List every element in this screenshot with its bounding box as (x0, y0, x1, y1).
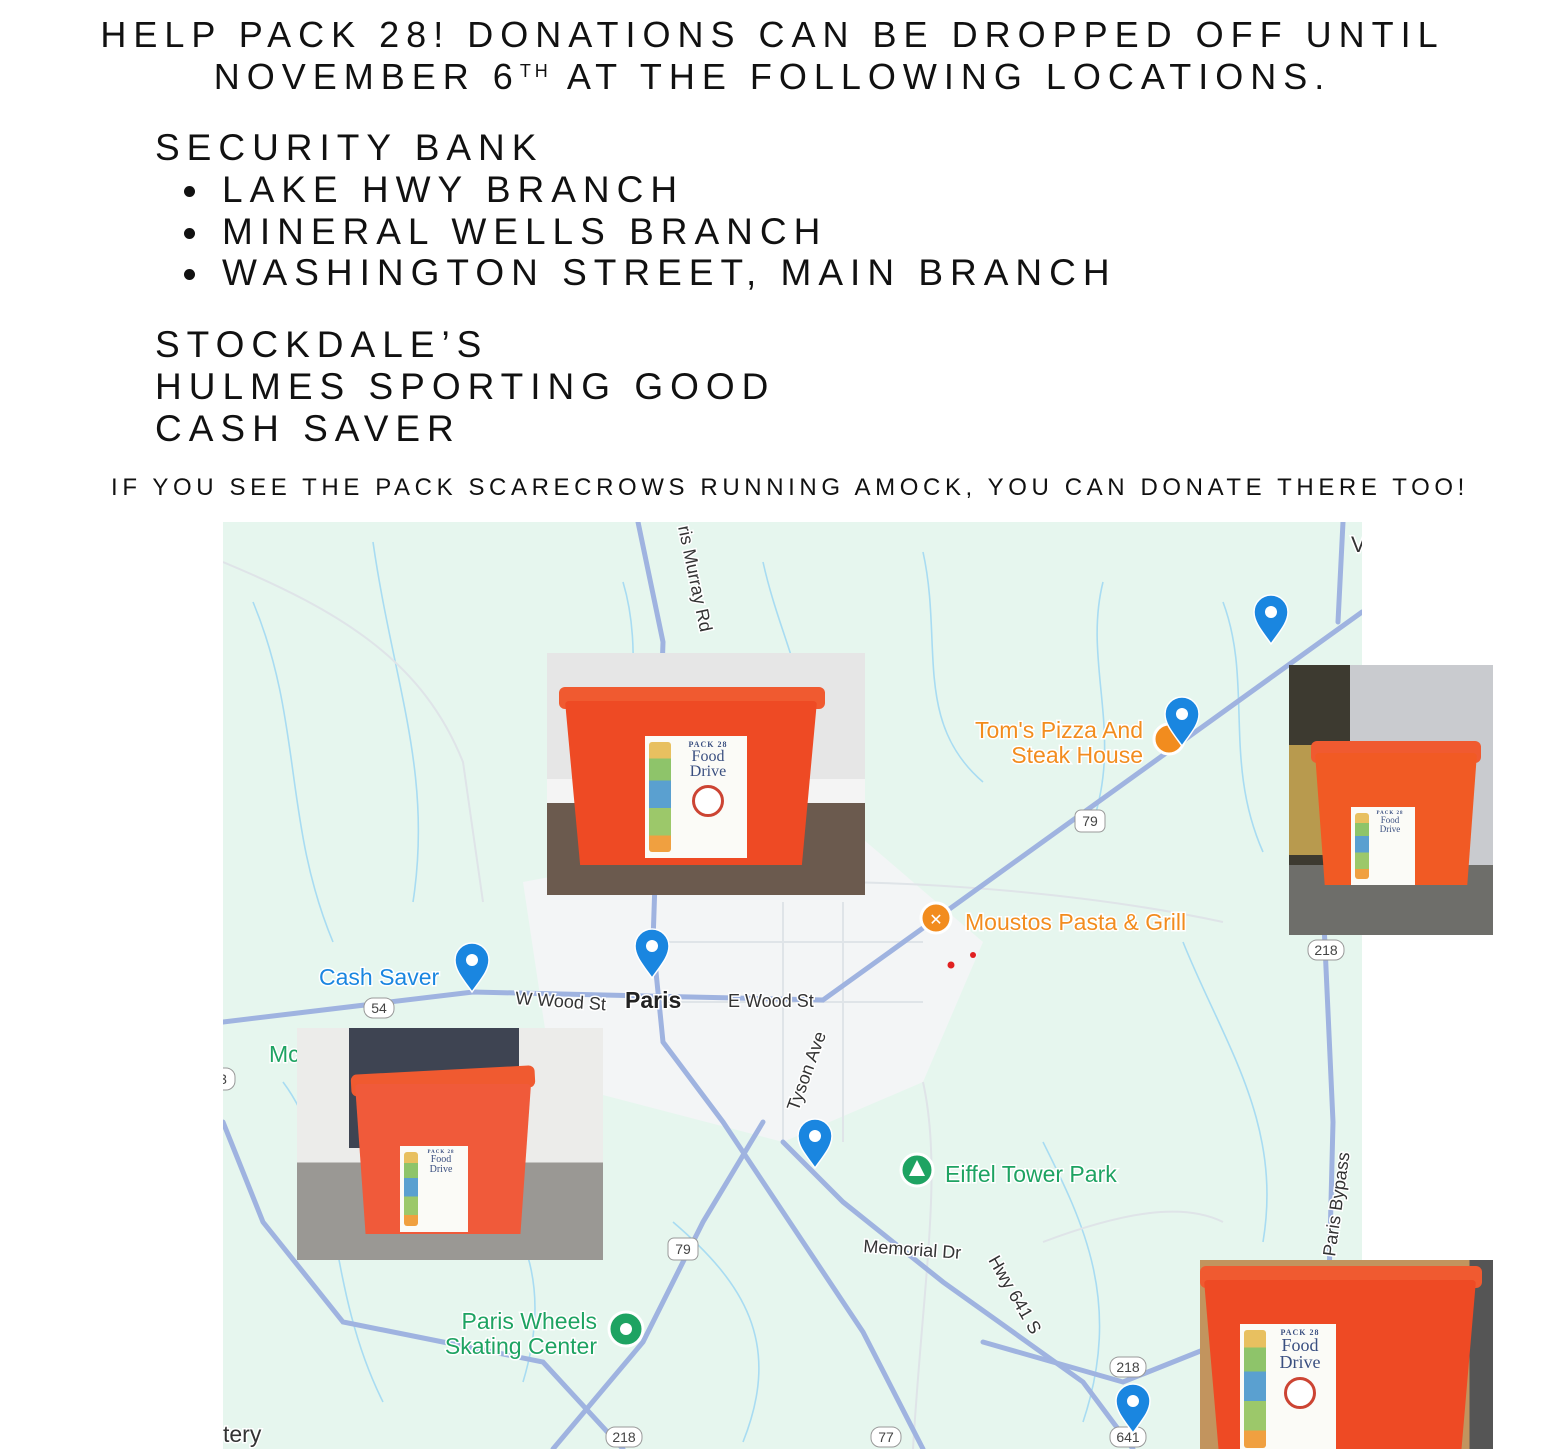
svg-text:✕: ✕ (929, 910, 942, 929)
place-label-mc: Mc (269, 1041, 300, 1067)
restaurant-icon[interactable]: ✕ (919, 901, 953, 935)
place-label-eiffel: Eiffel Tower Park (945, 1161, 1117, 1187)
road-label-bypass: Paris Bypass (1319, 1151, 1353, 1258)
label-pack: PACK 28 (1376, 811, 1404, 816)
place-label-paris: Paris (625, 987, 681, 1013)
pin-icon[interactable] (1164, 696, 1200, 748)
shield: 641 (1109, 1426, 1147, 1448)
branch-item: MINERAL WELLS BRANCH (183, 211, 828, 252)
shield-number: 218 (1314, 942, 1338, 958)
branch-item: WASHINGTON STREET, MAIN BRANCH (184, 252, 1117, 293)
shield: 218 (605, 1426, 643, 1448)
footer-note: IF YOU SEE THE PACK SCARECROWS RUNNING A… (111, 474, 1469, 501)
route-shields: 54 79 79 218 218 77 641 3 218 (223, 809, 1345, 1448)
label-food: Food (1281, 1335, 1319, 1355)
shield: 218 (1109, 1356, 1147, 1378)
place-label-cash-saver: Cash Saver (319, 964, 440, 990)
major-roads (223, 522, 1362, 1449)
shield-number: 641 (1116, 1429, 1140, 1445)
location-item: HULMES SPORTING GOOD (155, 366, 776, 407)
place-label-moustos: Moustos Pasta & Grill (965, 909, 1186, 935)
road-label-murray: ris Murray Rd (674, 524, 716, 634)
shield: 79 (1074, 809, 1106, 833)
headline-date-suffix: TH (519, 61, 552, 81)
shield: 79 (667, 1237, 699, 1261)
location-item: STOCKDALE’S (155, 324, 489, 365)
road-label-memorial: Memorial Dr (863, 1236, 962, 1263)
shield-number: 79 (1082, 813, 1098, 829)
pin-icon[interactable] (454, 942, 490, 994)
location-security-bank: SECURITY BANK (155, 127, 544, 168)
road-label-v: V (1351, 532, 1362, 557)
seal-icon (692, 785, 724, 817)
shield-number: 77 (878, 1429, 894, 1445)
label-drive: Drive (429, 1164, 453, 1175)
label-drive: Drive (689, 763, 727, 780)
location-item: CASH SAVER (155, 408, 461, 449)
shield: 54 (363, 997, 395, 1019)
headline-line-2: NOVEMBER 6TH AT THE FOLLOWING LOCATIONS. (0, 56, 1545, 98)
shield-number: 54 (371, 1000, 387, 1016)
shield-number: 218 (612, 1429, 636, 1445)
place-label-toms-2: Steak House (1011, 742, 1143, 768)
label-drive: Drive (1279, 1352, 1321, 1372)
poi-markers: ✕ (607, 722, 1186, 1348)
skating-icon[interactable] (607, 1310, 645, 1348)
marker-dot (970, 952, 976, 958)
label-drive: Drive (1379, 824, 1401, 834)
shield: 3 (223, 1067, 236, 1091)
label-pack: PACK 28 (688, 740, 728, 749)
pin-icon[interactable] (797, 1118, 833, 1170)
place-labels: Cash Saver Paris Tom's Pizza And Steak H… (223, 716, 1188, 1449)
seal-icon (1284, 1377, 1316, 1409)
headline-date: NOVEMBER 6 (213, 56, 520, 97)
branch-item: LAKE HWY BRANCH (183, 169, 685, 210)
shield-number: 3 (223, 1071, 227, 1087)
road-label-hwy641: Hwy 641 S (985, 1252, 1046, 1337)
pin-icon[interactable] (634, 928, 670, 980)
headline-line-1: HELP PACK 28! DONATIONS CAN BE DROPPED O… (100, 14, 1445, 55)
place-label-skating-2: Skating Center (445, 1333, 597, 1359)
pin-icon[interactable] (1253, 594, 1289, 646)
road-label-e-wood: E Wood St (728, 991, 814, 1011)
shield: 77 (870, 1426, 902, 1448)
place-label-skating-1: Paris Wheels (462, 1308, 597, 1334)
label-food: Food (691, 748, 725, 765)
label-food: Food (430, 1154, 452, 1165)
label-food: Food (1380, 815, 1400, 825)
shield-number: 79 (675, 1241, 691, 1257)
park-icon[interactable] (899, 1152, 935, 1188)
shield: 218 (1307, 939, 1345, 961)
map-canvas: ris Murray Rd W Wood St E Wood St Tyson … (223, 522, 1362, 1449)
town-area (523, 822, 983, 1142)
minor-roads (223, 561, 1224, 1449)
place-label-toms-1: Tom's Pizza And (975, 717, 1143, 743)
label-pack: PACK 28 (427, 1150, 455, 1155)
location-pins (454, 594, 1289, 1435)
shield-number: 218 (1116, 1359, 1140, 1375)
headline-rest: AT THE FOLLOWING LOCATIONS. (551, 56, 1332, 97)
place-label-tery: tery (223, 1421, 262, 1447)
pin-icon[interactable] (1115, 1383, 1151, 1435)
marker-dot (947, 961, 955, 969)
label-pack: PACK 28 (1280, 1328, 1320, 1337)
